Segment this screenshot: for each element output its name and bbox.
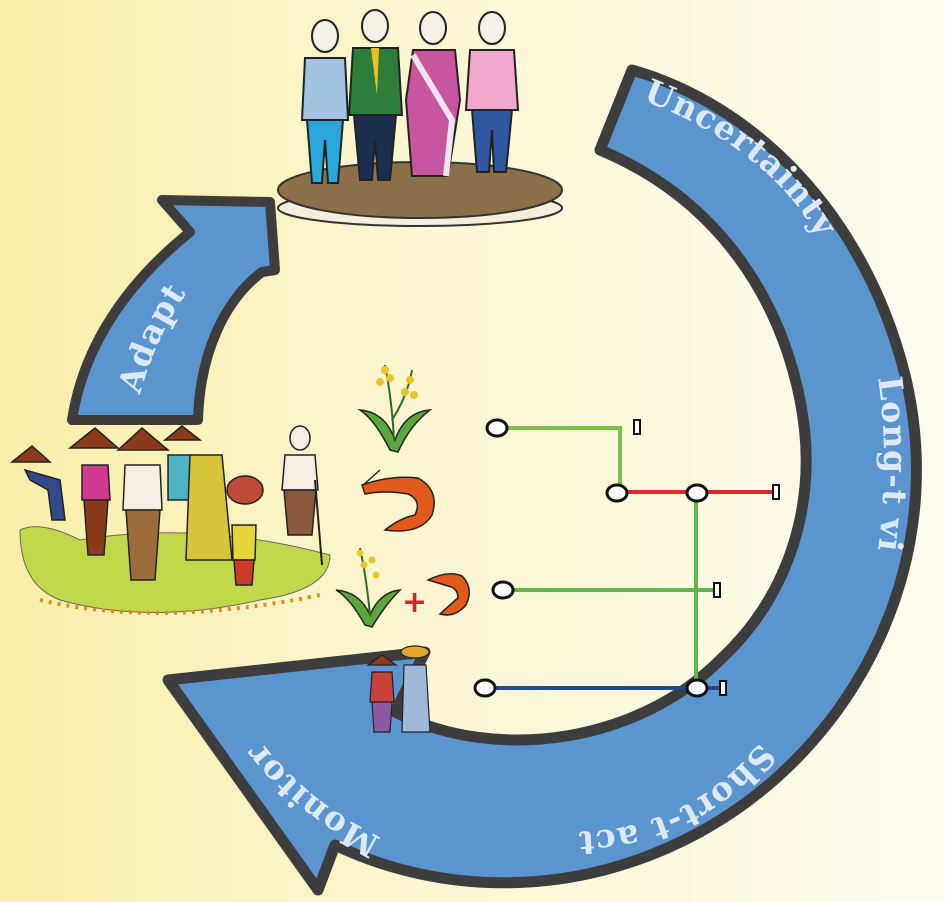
person-2-icon: [347, 9, 404, 181]
shrimp-icon: [361, 469, 435, 532]
node-people-switch: [685, 678, 709, 698]
pathway-nodes: [473, 418, 709, 698]
node-people-start: [473, 678, 497, 698]
rice-plus-shrimp-icon: +: [335, 547, 470, 628]
plus-sign: +: [402, 585, 427, 620]
villager-figures: [9, 425, 323, 586]
decision-makers-illustration: [277, 9, 563, 227]
person-4-icon: [464, 11, 520, 173]
person-1-icon: [300, 19, 350, 184]
rice-plant-icon: [357, 364, 433, 453]
end-marker-rice: [633, 419, 641, 435]
pathway-lines: [482, 426, 775, 690]
villagers-illustration: [9, 425, 331, 615]
node-rice-shrimp-start: [491, 580, 515, 600]
adapt-arrow: [67, 195, 280, 425]
end-marker-rice-shrimp: [713, 582, 721, 598]
node-shrimp-switch: [605, 483, 629, 503]
node-rice-start: [485, 418, 509, 438]
person-3-icon: [404, 11, 462, 177]
node-shrimp-branch: [685, 483, 709, 503]
cycle-arrow: [162, 64, 922, 896]
people-icon: [366, 645, 431, 733]
end-marker-people: [719, 680, 727, 696]
end-marker-shrimp: [772, 484, 780, 500]
pathway-end-markers: [633, 419, 780, 696]
